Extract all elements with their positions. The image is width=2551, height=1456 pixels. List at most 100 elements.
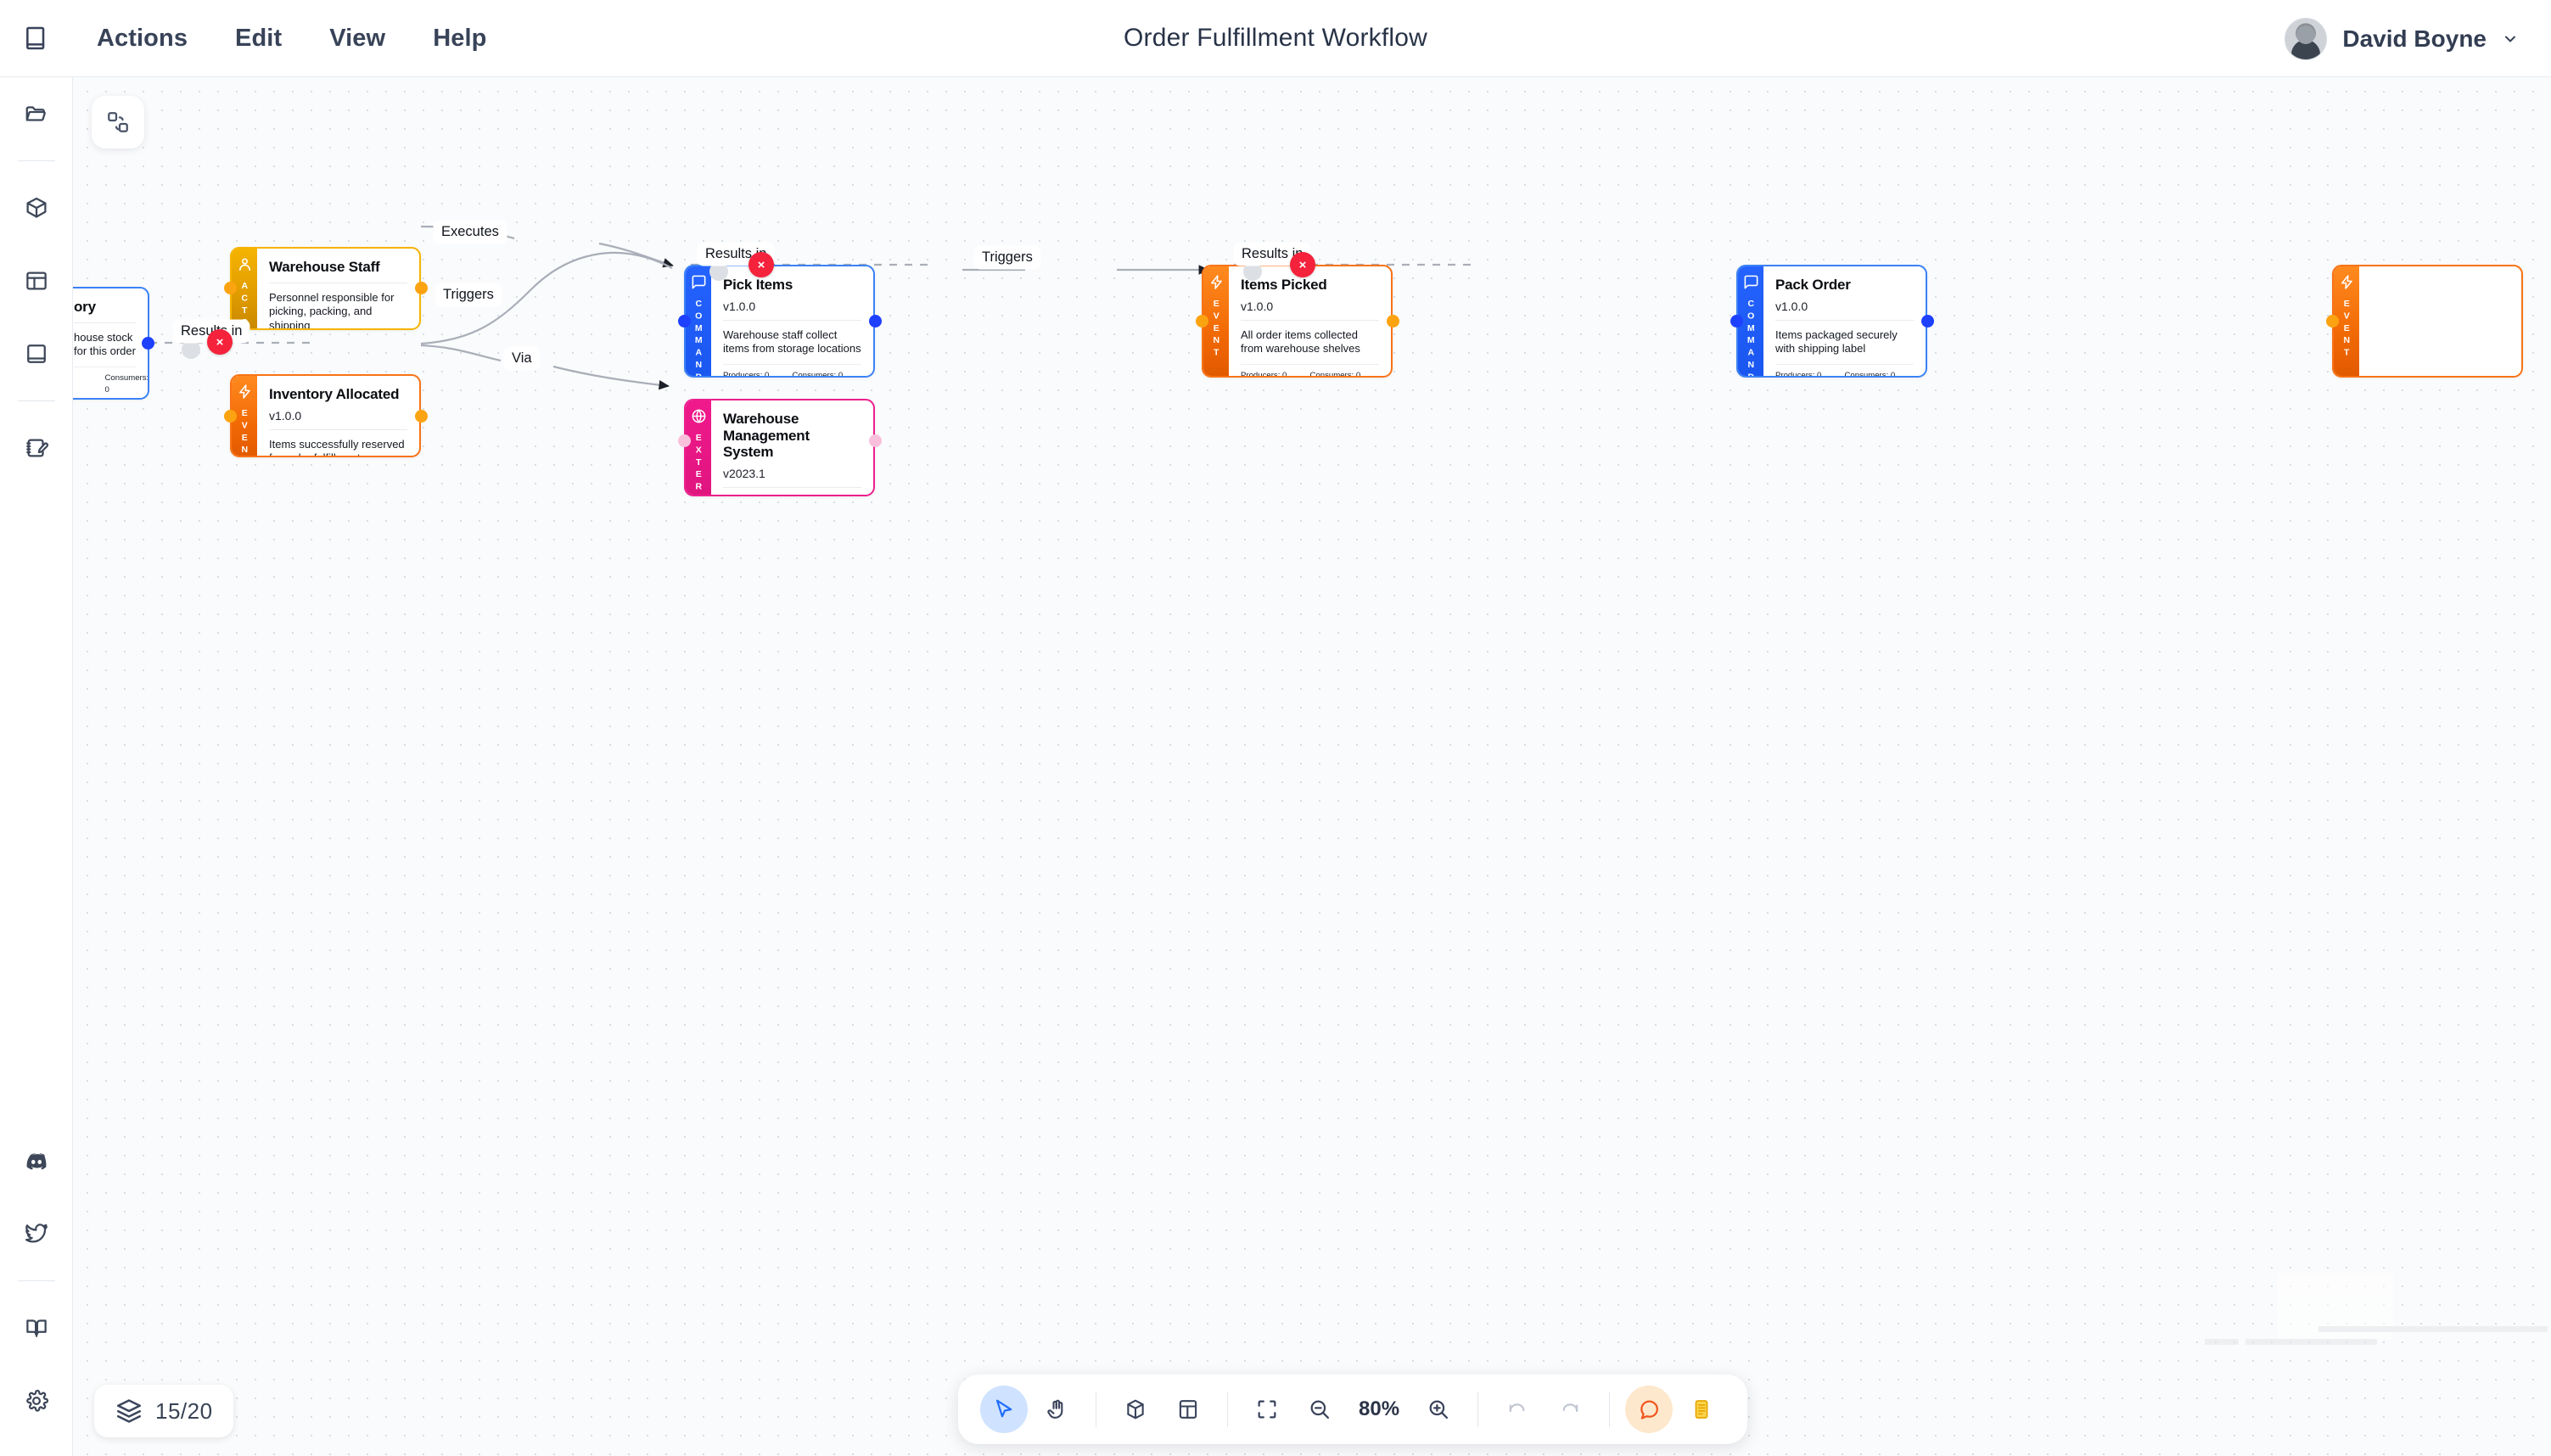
handle-pick-items-in[interactable] [678,315,691,328]
zoom-in-button[interactable] [1415,1386,1462,1433]
sidebar-item-folder[interactable] [0,77,73,150]
edge-delete-button-2[interactable]: × [748,252,774,277]
book-icon [26,26,45,50]
node-version: v1.0.0 [1241,299,1274,313]
user-menu[interactable]: David Boyne [2285,0,2519,77]
node-divider [269,428,407,430]
edge-delete-button-3[interactable]: × [1290,252,1315,277]
node-order-packed[interactable]: EVENT [2332,265,2523,378]
zoom-in-icon [1429,1400,1449,1420]
node-warehouse-management-system[interactable]: EXTERNAL Warehouse Management System v20… [684,399,875,496]
menu-actions[interactable]: Actions [97,24,188,52]
workflow-canvas[interactable]: ory house stock for this order Consumers… [73,77,2551,1456]
chat-button[interactable] [1625,1386,1674,1433]
node-pack-order[interactable]: COMMAND Pack Order v1.0.0 Items packaged… [1736,265,1927,378]
node-meta-consumers: Consumers: 0 [104,373,149,395]
lightning-icon [238,384,250,399]
node-divider [74,322,136,323]
sidebar-item-guide[interactable] [0,1291,73,1364]
node-type-label: ACTOR [239,281,250,330]
packages-button[interactable] [1112,1386,1159,1433]
handle-warehouse-staff-in[interactable] [224,282,237,294]
layer-counter[interactable]: 15/20 [94,1385,233,1437]
redo-button[interactable] [1546,1386,1594,1433]
node-title: Warehouse Staff [269,259,380,275]
sidebar-item-discord[interactable] [0,1124,73,1197]
node-body: Pack Order v1.0.0 Items packaged securel… [1763,266,1926,376]
handle-wms-in[interactable] [678,434,691,447]
undo-button[interactable] [1494,1386,1541,1433]
sidebar-item-settings[interactable] [0,1364,73,1437]
handle-wms-out[interactable] [869,434,882,447]
menu-view[interactable]: View [329,24,386,52]
globe-icon [692,409,705,423]
fit-view-button[interactable] [1243,1386,1291,1433]
node-pick-items[interactable]: COMMAND Pick Items v1.0.0 Warehouse staf… [684,265,875,378]
node-body: ory house stock for this order Consumers… [73,288,148,398]
layout-icon [1179,1400,1197,1419]
node-body: Warehouse Management System v2023.1 Inve… [711,400,873,495]
node-meta-consumers: Consumers: 0 [792,371,844,378]
top-bar: Actions Edit View Help Order Fulfillment… [0,0,2551,77]
edge-handle-dot[interactable] [182,340,200,359]
redo-icon [1562,1403,1578,1412]
select-tool-button[interactable] [980,1386,1028,1433]
handle-items-picked-in[interactable] [1196,315,1208,328]
edge-label-triggers-2[interactable]: Triggers [974,246,1040,269]
node-type-label: COMMAND [1746,299,1757,378]
edge-handle-dot[interactable] [1243,262,1262,281]
node-divider [723,486,861,488]
pan-tool-button[interactable] [1033,1386,1080,1433]
edge-delete-button-1[interactable]: × [207,329,233,355]
menu-help[interactable]: Help [433,24,487,52]
handle-pick-items-out[interactable] [869,315,882,328]
auto-layout-button[interactable] [92,96,144,148]
node-inventory-allocated[interactable]: EVENT Inventory Allocated v1.0.0 Items s… [230,374,421,457]
edge-label-via[interactable]: Via [504,347,540,370]
handle-warehouse-staff-out[interactable] [415,282,428,294]
edge-handle-dot[interactable] [709,262,728,281]
book-closed-icon [26,344,46,363]
handle-inventory-allocated-out[interactable] [415,410,428,423]
panel-button[interactable] [1164,1386,1212,1433]
node-description: Warehouse staff collect items from stora… [723,328,861,356]
zoom-level-label[interactable]: 80% [1359,1397,1400,1420]
undo-icon [1509,1403,1525,1412]
handle-order-packed-in[interactable] [2326,315,2339,328]
node-title: Inventory Allocated [269,386,400,402]
chat-bubble-icon [1640,1400,1658,1420]
handle-inventory-allocated-in[interactable] [224,410,237,423]
notes-button[interactable] [1678,1386,1725,1433]
handle-pack-order-out[interactable] [1921,315,1934,328]
node-meta-consumers: Consumers: 0 [1844,371,1896,378]
toolbar-divider-4 [1609,1392,1611,1427]
node-meta: Producers: 0 Consumers: 0 Owners: 0 [1241,364,1379,376]
toolbar-divider-3 [1477,1392,1479,1427]
hand-icon [1047,1399,1063,1419]
menu-bar: Actions Edit View Help [73,16,510,61]
sidebar-item-docs[interactable] [0,317,73,390]
sidebar-item-services[interactable] [0,171,73,244]
node-warehouse-staff[interactable]: ACTOR Warehouse Staff Personnel responsi… [230,247,421,330]
node-description: All order items collected from warehouse… [1241,328,1360,356]
node-type-label: COMMAND [693,299,704,378]
node-items-picked[interactable]: EVENT Items Picked v1.0.0 All order item… [1202,265,1393,378]
left-sidebar [0,77,73,1456]
menu-edit[interactable]: Edit [235,24,283,52]
handle-allocate-inventory-out[interactable] [142,337,154,350]
node-divider [1241,319,1379,321]
handle-items-picked-out[interactable] [1387,315,1399,328]
node-title: Warehouse Management System [723,411,810,461]
sidebar-item-editor[interactable] [0,412,73,484]
brand-logo[interactable] [0,25,73,52]
edge-label-triggers-1[interactable]: Triggers [435,283,502,306]
node-meta: Producers: 0 Consumers: 0 Owners: 0 [723,364,861,378]
node-title: Items Picked [1241,277,1327,293]
edge-label-executes[interactable]: Executes [434,221,507,244]
sidebar-item-layout[interactable] [0,244,73,317]
folder-open-icon [25,106,46,121]
node-allocate-inventory[interactable]: ory house stock for this order Consumers… [73,287,149,400]
sidebar-item-twitter[interactable] [0,1197,73,1270]
handle-pack-order-in[interactable] [1730,315,1743,328]
zoom-out-button[interactable] [1296,1386,1343,1433]
